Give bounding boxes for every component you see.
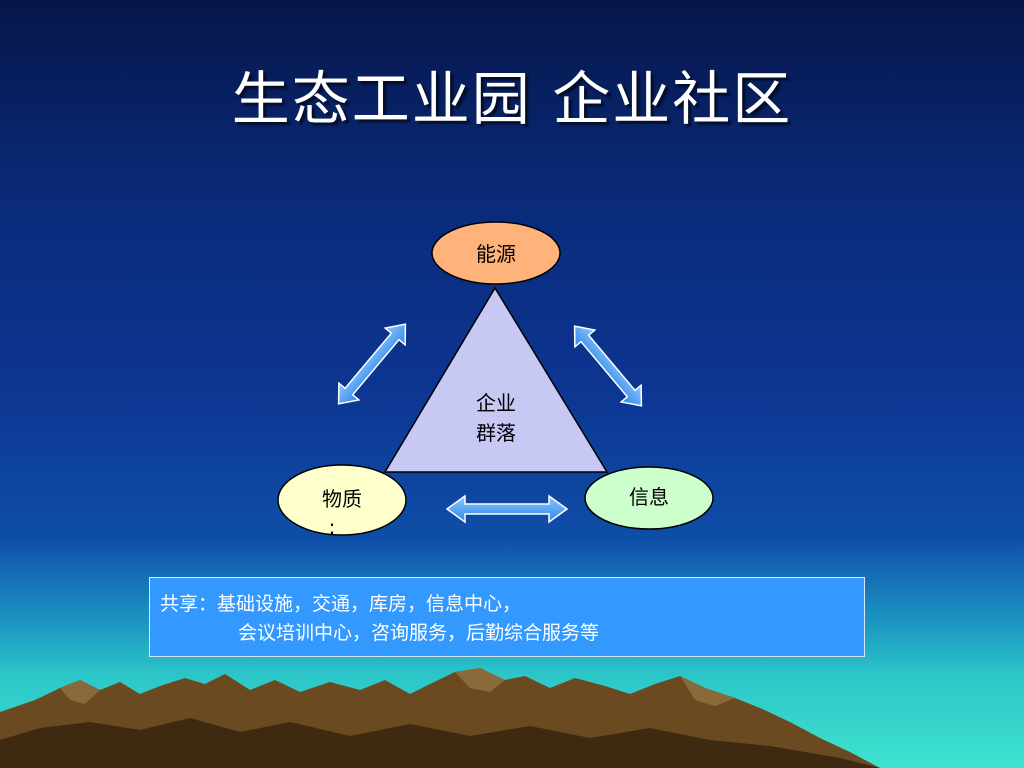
material-node (277, 464, 407, 536)
enterprise-cluster-triangle (383, 286, 609, 473)
mountain-highlight (680, 676, 735, 706)
shared-line-2: 会议培训中心，咨询服务，后勤综合服务等 (238, 622, 600, 644)
energy-node-label: 能源 (476, 242, 516, 266)
center-label-line2: 群落 (476, 421, 516, 445)
info-node (584, 466, 714, 530)
shared-facilities-box: 共享：基础设施，交通，库房，信息中心， 会议培训中心，咨询服务，后勤综合服务等 (149, 577, 865, 657)
material-node-label: 物质 (322, 487, 362, 511)
shared-line-1: 共享：基础设施，交通，库房，信息中心， (160, 593, 522, 615)
mountain-highlight (455, 668, 505, 692)
mountain-shadow (0, 718, 880, 768)
mountain-highlight (60, 680, 100, 704)
arrow-energy-info (573, 325, 643, 407)
center-label-line1: 企业 (476, 391, 516, 415)
arrow-energy-material (337, 323, 407, 405)
slide-title: 生态工业园 企业社区 (231, 65, 793, 133)
material-node-suffix: : (329, 515, 336, 539)
arrow-material-info (445, 494, 569, 524)
info-node-label: 信息 (629, 485, 669, 509)
energy-node (431, 221, 561, 285)
